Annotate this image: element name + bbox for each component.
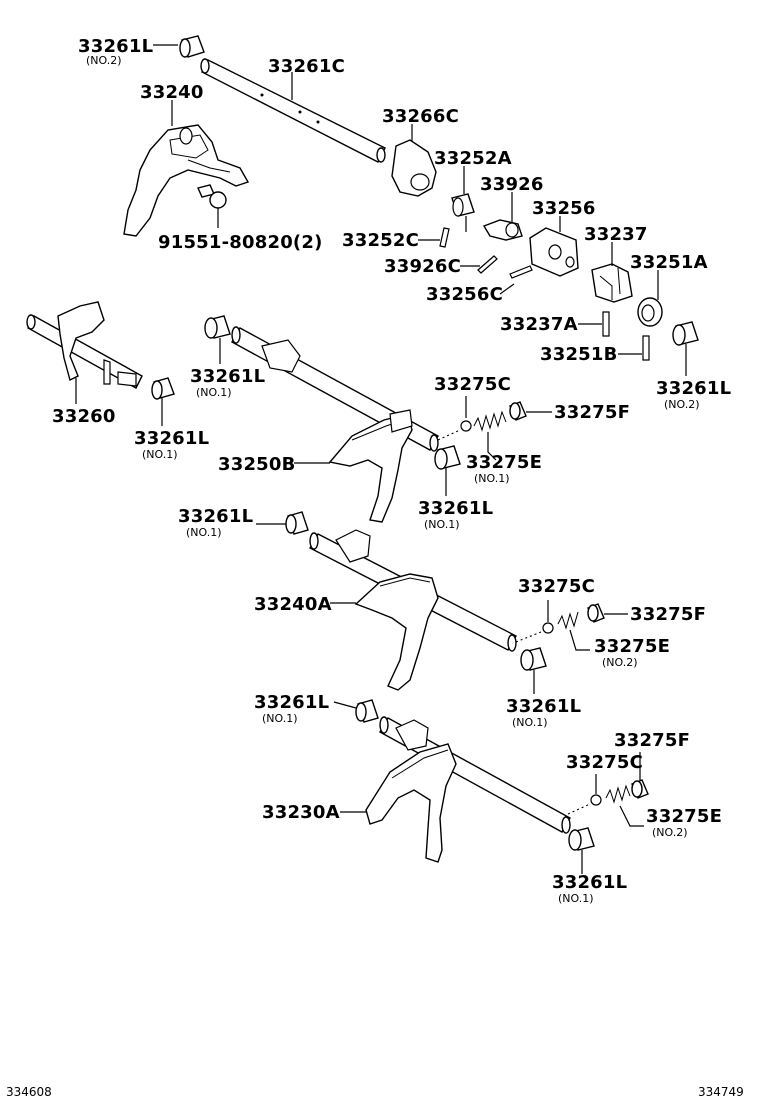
label-no2-e3: (NO.2): [652, 826, 688, 839]
bushing-33261L-f: [355, 699, 379, 723]
label-33260: 33260: [52, 406, 116, 427]
interlock-33252A: [451, 193, 475, 217]
label-no1-c: (NO.1): [424, 518, 460, 531]
bushing-33261L-top: [179, 35, 205, 58]
label-33275E-1: 33275E: [466, 452, 542, 473]
label-91551: 91551-80820(2): [158, 232, 323, 253]
spring-33275E-3: [605, 784, 631, 804]
label-no2-top: (NO.2): [86, 54, 122, 67]
label-33275F-1: 33275F: [554, 402, 630, 423]
bushing-33261L-d: [285, 511, 309, 535]
pin-33256C: [509, 265, 533, 279]
label-33275C-3: 33275C: [566, 752, 643, 773]
leader-line: [499, 283, 515, 295]
label-no1-e1: (NO.1): [474, 472, 510, 485]
label-no1-b: (NO.1): [142, 448, 178, 461]
label-33275E-3: 33275E: [646, 806, 722, 827]
shift-fork-33240A: [354, 573, 439, 691]
part-33237: [591, 263, 633, 303]
corner-code-left: 334608: [6, 1085, 52, 1099]
center-line: [567, 803, 591, 815]
leader-line: [487, 432, 497, 461]
label-no1-e: (NO.1): [512, 716, 548, 729]
spring-33275E-2: [557, 611, 579, 630]
pin-33252C: [439, 227, 450, 248]
label-33237A: 33237A: [500, 314, 578, 335]
label-33230A: 33230A: [262, 802, 340, 823]
bushing-33261L-g: [568, 827, 595, 851]
label-33275E-2: 33275E: [594, 636, 670, 657]
center-line: [515, 631, 542, 643]
label-33252C: 33252C: [342, 230, 419, 251]
shift-fork-33230A: [365, 743, 457, 863]
bushing-33261L-a: [204, 315, 231, 339]
leader-line: [619, 805, 644, 827]
shift-fork-33250B: [328, 409, 413, 523]
plug-33275F-3: [631, 779, 649, 799]
bushing-33261L-b: [151, 377, 175, 400]
label-33240: 33240: [140, 82, 204, 103]
label-33261L-a: 33261L: [190, 366, 265, 387]
label-no1-a: (NO.1): [196, 386, 232, 399]
label-no2-r1: (NO.2): [664, 398, 700, 411]
bushing-33261L-e: [520, 647, 547, 671]
ball-33275C-1: [460, 420, 472, 432]
label-33251B: 33251B: [540, 344, 618, 365]
shift-head-33240: [123, 124, 250, 237]
plug-33275F-1: [509, 401, 527, 421]
pin-33237A: [602, 311, 610, 337]
label-33250B: 33250B: [218, 454, 296, 475]
bushing-33261L-right: [672, 321, 699, 346]
label-33240A: 33240A: [254, 594, 332, 615]
pin-33926C: [477, 255, 498, 274]
label-33261L-e: 33261L: [506, 696, 581, 717]
shift-shaft-3: [379, 716, 571, 834]
label-33926: 33926: [480, 174, 544, 195]
label-33266C: 33266C: [382, 106, 459, 127]
bolt-91551: [197, 184, 227, 209]
label-33261L-d: 33261L: [178, 506, 253, 527]
label-33261L-b: 33261L: [134, 428, 209, 449]
label-no1-g: (NO.1): [558, 892, 594, 905]
pin-33251B: [642, 335, 650, 361]
leader-line: [569, 629, 590, 651]
label-33261L-f: 33261L: [254, 692, 329, 713]
label-no1-d: (NO.1): [186, 526, 222, 539]
label-33256: 33256: [532, 198, 596, 219]
label-no1-f: (NO.1): [262, 712, 298, 725]
spring-33275E-1: [473, 410, 507, 432]
label-33261C: 33261C: [268, 56, 345, 77]
part-33256: [529, 227, 579, 277]
bushing-33261L-c: [434, 445, 461, 470]
label-33251A: 33251A: [630, 252, 708, 273]
label-33926C: 33926C: [384, 256, 461, 277]
label-no2-e2: (NO.2): [602, 656, 638, 669]
center-line: [437, 429, 461, 441]
label-33252A: 33252A: [434, 148, 512, 169]
label-33275C-1: 33275C: [434, 374, 511, 395]
label-33275F-2: 33275F: [630, 604, 706, 625]
shift-head-33266C: [391, 139, 437, 197]
label-33256C: 33256C: [426, 284, 503, 305]
ball-33275C-3: [590, 794, 602, 806]
part-33926: [482, 219, 523, 241]
corner-code-right: 334749: [698, 1085, 744, 1099]
label-33275C-2: 33275C: [518, 576, 595, 597]
part-33251A: [637, 297, 663, 327]
leader-line: [333, 701, 357, 709]
label-33261L-c: 33261L: [418, 498, 493, 519]
ball-33275C-2: [542, 622, 554, 634]
plug-33275F-2: [587, 603, 605, 623]
label-33261L-r1: 33261L: [656, 378, 731, 399]
shift-fork-33260: [26, 301, 143, 389]
label-33261L-top: 33261L: [78, 36, 153, 57]
label-33275F-3: 33275F: [614, 730, 690, 751]
label-33237: 33237: [584, 224, 648, 245]
shift-shaft-33261C: [200, 58, 386, 163]
label-33261L-g: 33261L: [552, 872, 627, 893]
